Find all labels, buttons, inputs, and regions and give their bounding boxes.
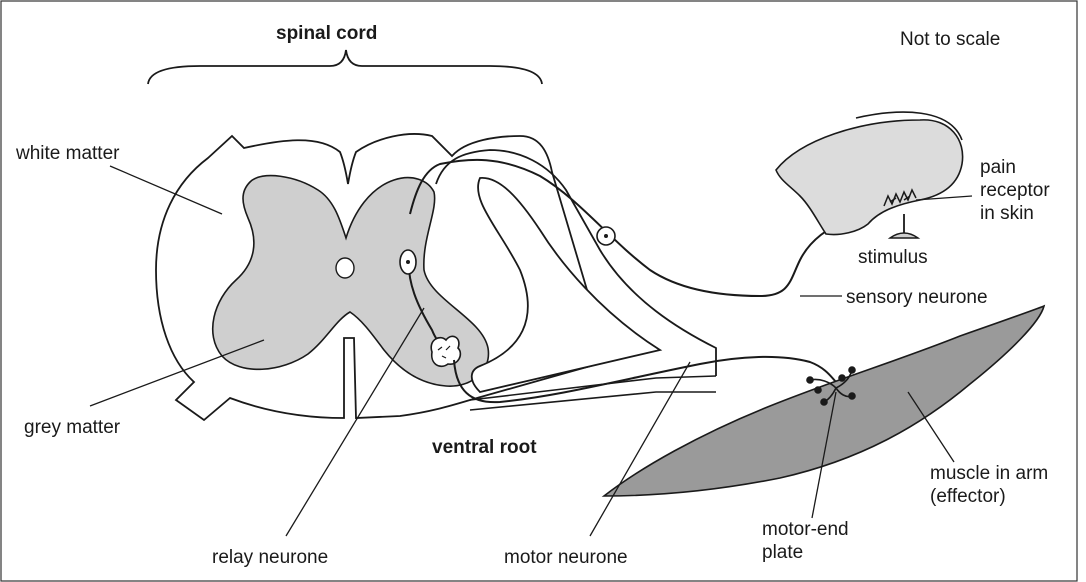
skin-finger (776, 120, 963, 235)
motor-end-plate-label: motor-end plate (762, 518, 849, 564)
relay-neurone-label: relay neurone (212, 546, 328, 569)
ventral-root-label: ventral root (432, 436, 537, 459)
central-canal (336, 258, 354, 278)
spinal-cord-label: spinal cord (276, 22, 377, 45)
muscle-line-1: muscle in arm (930, 462, 1048, 485)
stimulus-pin (890, 214, 918, 238)
muscle-line-2: (effector) (930, 485, 1048, 508)
stimulus-label: stimulus (858, 246, 928, 269)
spinal-cord-brace (148, 50, 542, 84)
motor-neurone-label: motor neurone (504, 546, 628, 569)
pain-receptor-line-1: pain (980, 156, 1050, 179)
motor-end-plate-line-1: motor-end (762, 518, 849, 541)
grey-matter-label: grey matter (24, 416, 120, 439)
motor-cell-body (431, 336, 460, 366)
white-matter-label: white matter (16, 142, 119, 165)
pain-receptor-line-3: in skin (980, 202, 1050, 225)
muscle-label: muscle in arm (effector) (930, 462, 1048, 508)
pain-receptor-line-2: receptor (980, 179, 1050, 202)
pain-receptor-label: pain receptor in skin (980, 156, 1050, 225)
sensory-neurone-label: sensory neurone (846, 286, 988, 309)
motor-end-plate-line-2: plate (762, 541, 849, 564)
not-to-scale-label: Not to scale (900, 28, 1000, 51)
